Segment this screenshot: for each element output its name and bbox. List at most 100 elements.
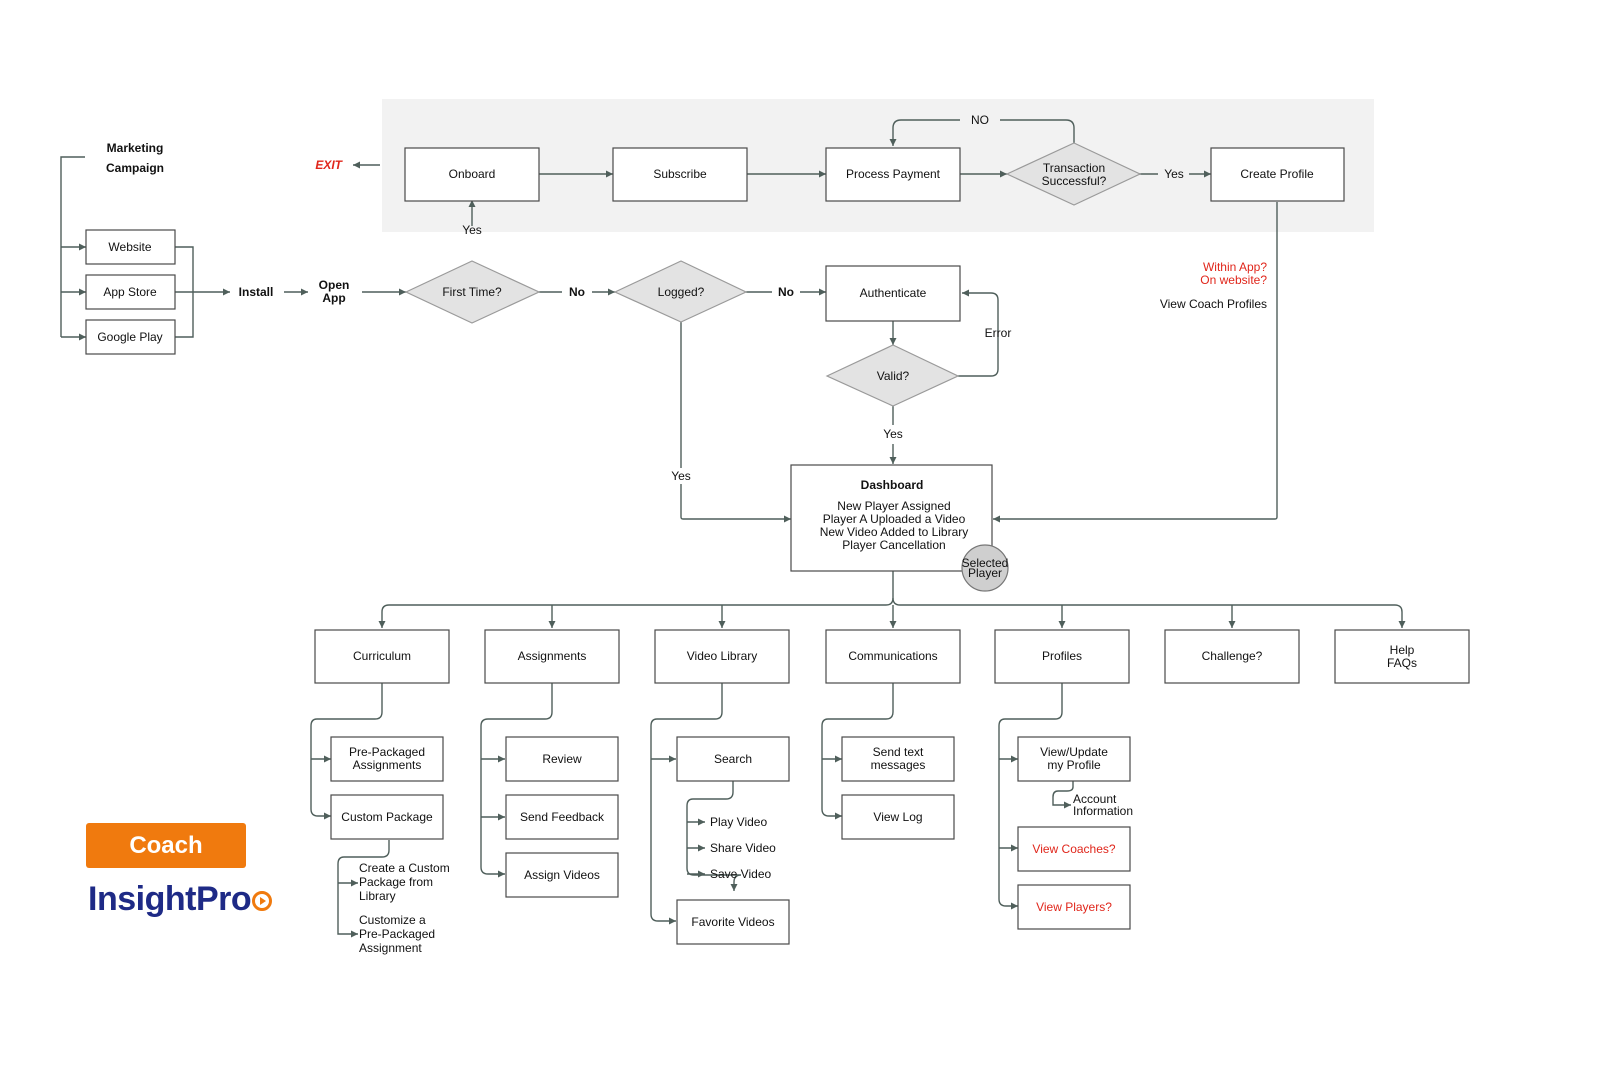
send-text-line2: messages [871,758,926,772]
favorite-videos-label: Favorite Videos [691,915,774,929]
view-coaches-label: View Coaches? [1032,842,1115,856]
view-players-label: View Players? [1036,900,1112,914]
dashboard-box[interactable]: Dashboard New Player Assigned Player A U… [790,464,993,572]
custom-package-box[interactable]: Custom Package [330,794,444,840]
marketing-title-line2: Campaign [106,161,164,175]
category-curriculum-label: Curriculum [353,649,411,663]
channel-app-store[interactable]: App Store [85,274,176,310]
profile-question-line1: Within App? [1203,260,1267,274]
account-information-line2[interactable]: Information [1073,804,1133,818]
authenticate-label: Authenticate [860,286,927,300]
first-time-decision: First Time? [404,260,541,324]
transaction-label-line1: Transaction [1043,161,1105,175]
exit-label[interactable]: EXIT [315,158,343,172]
play-icon [252,891,273,911]
view-coach-profiles-label[interactable]: View Coach Profiles [1160,297,1267,311]
account-information-line1[interactable]: Account [1073,792,1117,806]
category-help-label-line1: Help [1390,643,1415,657]
view-coaches-box[interactable]: View Coaches? [1017,826,1131,872]
customize-line1[interactable]: Customize a [359,913,426,927]
create-custom-line3[interactable]: Library [359,889,396,903]
channel-google-play-label: Google Play [97,330,162,344]
custom-package-label: Custom Package [341,810,433,824]
save-video-link[interactable]: Save Video [710,867,771,881]
search-box[interactable]: Search [676,736,790,782]
send-feedback-label: Send Feedback [520,810,605,824]
view-update-line2: my Profile [1047,758,1101,772]
channel-website-label: Website [108,240,151,254]
dashboard-line-2: Player A Uploaded a Video [823,512,966,526]
error-label: Error [985,326,1012,340]
dashboard-line-3: New Video Added to Library [820,525,969,539]
review-box[interactable]: Review [505,736,619,782]
category-challenge-label: Challenge? [1202,649,1263,663]
transaction-no-label: NO [971,113,989,127]
search-label: Search [714,752,752,766]
logged-label: Logged? [658,285,705,299]
valid-label: Valid? [877,369,910,383]
category-curriculum[interactable]: Curriculum [314,629,450,684]
open-app-line2: App [322,291,345,305]
category-communications[interactable]: Communications [825,629,961,684]
create-profile-box[interactable]: Create Profile [1210,147,1345,202]
assign-videos-box[interactable]: Assign Videos [505,852,619,898]
selected-player-badge[interactable]: Selected Player [961,544,1009,592]
share-video-link[interactable]: Share Video [710,841,776,855]
logo-text-pro: Pro [195,880,252,918]
coach-role-badge: Coach [86,823,246,868]
selected-player-line1: Selected [962,556,1009,570]
review-label: Review [542,752,582,766]
process-payment-label: Process Payment [846,167,941,181]
install-label: Install [239,285,274,299]
category-communications-label: Communications [848,649,937,663]
transaction-label-line2: Successful? [1042,174,1107,188]
category-challenge[interactable]: Challenge? [1164,629,1300,684]
logged-no-label: No [778,285,794,299]
view-log-label: View Log [873,810,922,824]
first-time-yes-label: Yes [462,223,482,237]
selected-player-line2: Player [968,566,1002,580]
send-text-box[interactable]: Send text messages [841,736,955,782]
dashboard-title: Dashboard [861,478,924,492]
valid-yes-label: Yes [883,427,903,441]
marketing-title-line1: Marketing [107,141,164,155]
process-payment-box[interactable]: Process Payment [825,147,961,202]
view-update-profile-box[interactable]: View/Update my Profile [1017,736,1131,782]
category-assignments[interactable]: Assignments [484,629,620,684]
category-profiles[interactable]: Profiles [994,629,1130,684]
first-time-label: First Time? [442,285,502,299]
assign-videos-label: Assign Videos [524,868,600,882]
customize-line3[interactable]: Assignment [359,941,422,955]
onboard-label: Onboard [449,167,496,181]
play-video-link[interactable]: Play Video [710,815,767,829]
channel-google-play[interactable]: Google Play [85,319,176,355]
category-video-library-label: Video Library [687,649,758,663]
category-help-faqs[interactable]: Help FAQs [1334,629,1470,684]
favorite-videos-box[interactable]: Favorite Videos [676,899,790,945]
view-update-line1: View/Update [1040,745,1108,759]
create-custom-line2[interactable]: Package from [359,875,433,889]
subscribe-label: Subscribe [653,167,707,181]
send-feedback-box[interactable]: Send Feedback [505,794,619,840]
profile-question-line2: On website? [1200,273,1267,287]
create-custom-line1[interactable]: Create a Custom [359,861,450,875]
category-assignments-label: Assignments [518,649,587,663]
send-text-line1: Send text [873,745,924,759]
subscribe-box[interactable]: Subscribe [612,147,748,202]
onboard-box[interactable]: Onboard [404,147,540,202]
dashboard-line-1: New Player Assigned [837,499,950,513]
channel-website[interactable]: Website [85,229,176,265]
valid-decision: Valid? [825,344,960,407]
customize-line2[interactable]: Pre-Packaged [359,927,435,941]
authenticate-box[interactable]: Authenticate [825,265,961,322]
first-time-no-label: No [569,285,585,299]
prepackaged-assignments-box[interactable]: Pre-Packaged Assignments [330,736,444,782]
category-video-library[interactable]: Video Library [654,629,790,684]
logged-yes-label: Yes [671,469,691,483]
create-profile-label: Create Profile [1240,167,1314,181]
view-log-box[interactable]: View Log [841,794,955,840]
logo-text-main: Insight [88,880,196,918]
view-players-box[interactable]: View Players? [1017,884,1131,930]
transaction-yes-label: Yes [1164,167,1184,181]
